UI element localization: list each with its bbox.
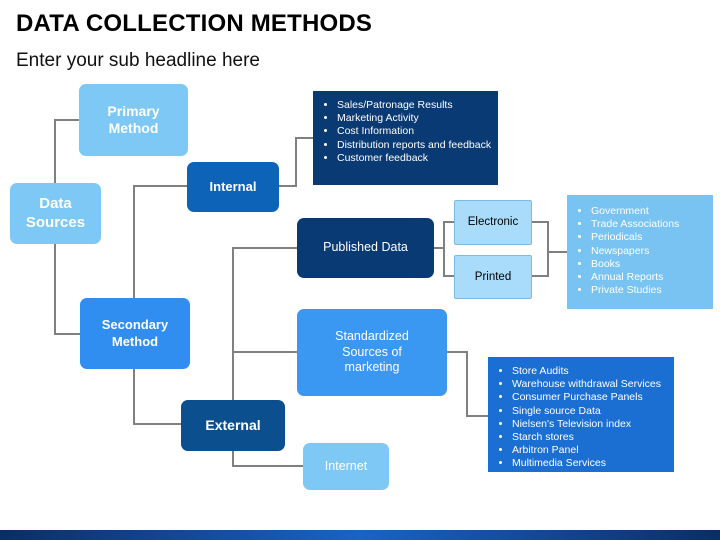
data-sources-node[interactable]: Data Sources [10,183,101,244]
external-node[interactable]: External [181,400,285,451]
standardized-sources-node[interactable]: Standardized Sources of marketing [297,309,447,396]
internal-node[interactable]: Internal [187,162,279,212]
list-item: Multimedia Services [512,457,666,470]
footer-bar [0,530,720,540]
list-item: Warehouse withdrawal Services [512,378,666,391]
connector-electronic-list [532,221,567,253]
secondary-method-node[interactable]: Secondary Method [80,298,190,369]
list-item: Store Audits [512,365,666,378]
list-item: Government [591,205,705,218]
list-item: Nielsen's Television index [512,418,666,431]
list-item: Trade Associations [591,218,705,231]
connector-sources-secondary [54,244,80,335]
connector-internal-list [279,137,313,187]
internet-node[interactable]: Internet [303,443,389,490]
connector-sources-primary [54,119,79,183]
list-item: Arbitron Panel [512,444,666,457]
connector-secondary-external [133,369,181,425]
connector-standardized-list [447,351,488,417]
list-item: Customer feedback [337,152,490,165]
list-item: Single source Data [512,405,666,418]
printed-node[interactable]: Printed [454,255,532,299]
page-title: DATA COLLECTION METHODS [16,10,373,37]
published-data-node[interactable]: Published Data [297,218,434,278]
list-item: Books [591,258,705,271]
list-item: Starch stores [512,431,666,444]
list-item: Private Studies [591,284,705,297]
connector-published-printed [443,248,454,277]
connector-external-published [232,247,297,400]
connector-printed-list [532,252,549,277]
list-item: Marketing Activity [337,112,490,125]
connector-external-internet [232,451,303,467]
primary-method-node[interactable]: Primary Method [79,84,188,156]
list-item: Consumer Purchase Panels [512,391,666,404]
list-item: Sales/Patronage Results [337,99,490,112]
page-subtitle: Enter your sub headline here [16,50,260,71]
published-sources-list: Government Trade Associations Periodical… [567,195,713,309]
standardized-sources-list: Store Audits Warehouse withdrawal Servic… [488,357,674,472]
list-item: Periodicals [591,231,705,244]
connector-secondary-internal [133,185,187,298]
electronic-node[interactable]: Electronic [454,200,532,245]
list-item: Newspapers [591,245,705,258]
list-item: Distribution reports and feedback [337,139,491,152]
connector-published-electronic [434,221,454,249]
internal-sources-list: Sales/Patronage Results Marketing Activi… [313,91,498,185]
list-item: Annual Reports [591,271,705,284]
list-item: Cost Information [337,125,490,138]
